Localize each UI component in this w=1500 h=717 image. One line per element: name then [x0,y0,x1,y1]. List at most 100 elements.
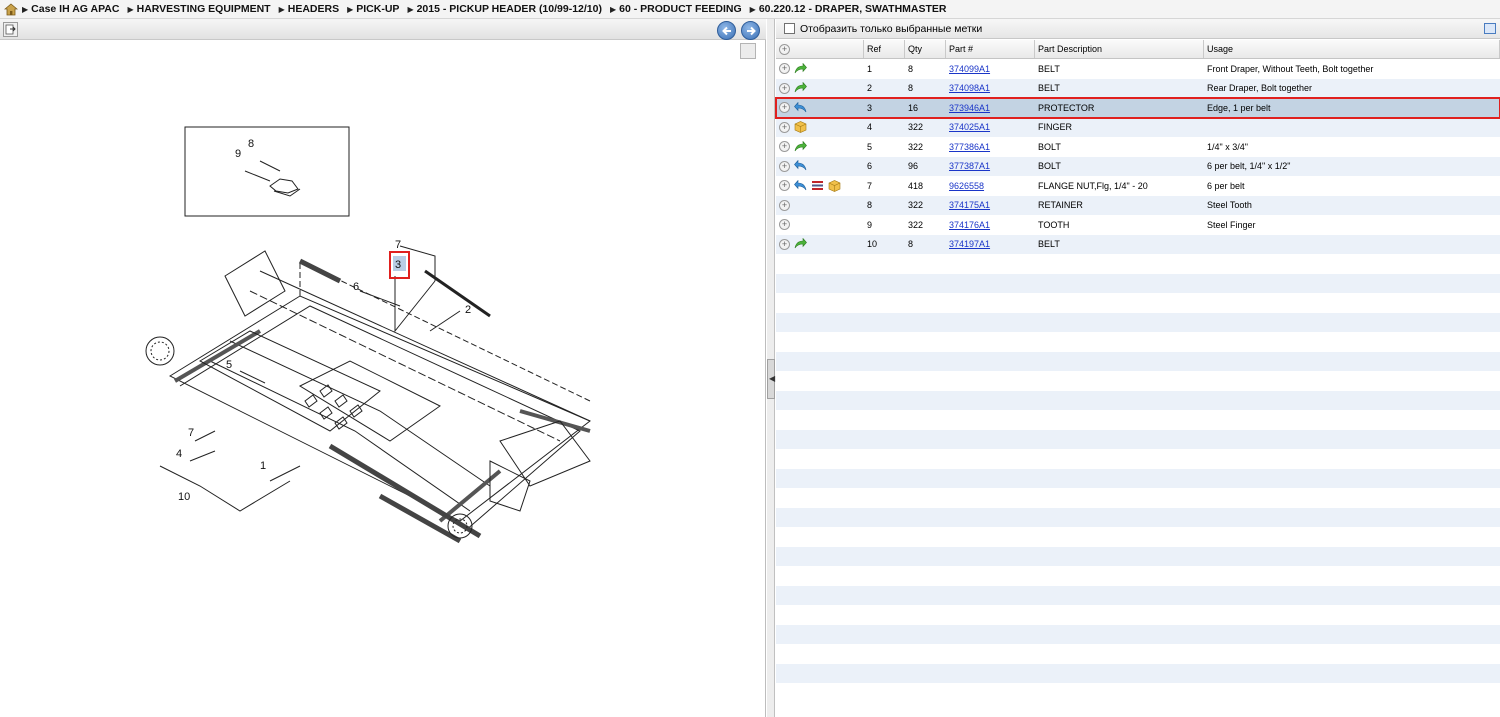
expand-row-icon[interactable]: + [779,219,790,231]
export-icon [5,24,16,35]
cell-usage: Front Draper, Without Teeth, Bolt togeth… [1207,63,1374,74]
zoom-fit-button[interactable] [740,43,756,59]
part-number-link[interactable]: 377386A1 [949,141,991,152]
row-icons: + [776,140,864,153]
package-icon[interactable] [794,121,807,134]
breadcrumb-item[interactable]: ▶2015 - PICKUP HEADER (10/99-12/10) [407,3,602,15]
column-header-part-number[interactable]: Part # [946,40,1035,58]
empty-row [776,566,1500,586]
green-arrow-icon[interactable] [794,62,807,75]
table-header: + Ref Qty Part # Part Description Usage [776,40,1500,59]
breadcrumb-item[interactable]: ▶60 - PRODUCT FEEDING [609,3,742,15]
blue-arrow-icon[interactable] [794,179,807,192]
empty-row [776,527,1500,547]
expand-row-icon[interactable]: + [779,160,790,172]
parts-diagram: 8 9 7 3 6 2 5 7 4 1 10 [145,126,591,544]
part-number-link[interactable]: 374197A1 [949,239,991,250]
column-header-usage[interactable]: Usage [1204,40,1500,58]
breadcrumb-item[interactable]: ▶HARVESTING EQUIPMENT [127,3,271,15]
expand-row-icon[interactable]: + [779,238,790,250]
expand-row-icon[interactable]: + [779,199,790,211]
callout-label[interactable]: 6 [353,281,359,293]
expand-row-icon[interactable]: + [779,102,790,114]
breadcrumb-item[interactable]: ▶PICK-UP [347,3,400,15]
cell-usage: Steel Finger [1207,219,1256,230]
part-number-link[interactable]: 377387A1 [949,161,991,172]
grid-settings-icon[interactable] [1484,23,1496,34]
callout-label-selected[interactable]: 3 [395,259,401,271]
callout-label[interactable]: 2 [465,304,471,316]
expand-all-column[interactable]: + [776,40,864,58]
cell-qty: 322 [908,141,924,152]
breadcrumb-item[interactable]: ▶HEADERS [278,3,340,15]
expand-row-icon[interactable]: + [779,180,790,192]
cell-part-number: 374197A1 [946,239,1035,249]
next-button[interactable] [741,21,760,40]
callout-label[interactable]: 5 [226,359,232,371]
callout-label[interactable]: 7 [395,239,401,251]
breadcrumb-item[interactable]: ▶60.220.12 - DRAPER, SWATHMASTER [749,3,947,15]
breadcrumb-item[interactable]: ▶Case IH AG APAC [22,3,120,15]
part-number-link[interactable]: 374099A1 [949,63,991,74]
callout-label[interactable]: 4 [176,448,182,460]
part-number-link[interactable]: 9626558 [949,180,985,191]
row-icons: + [776,219,864,231]
column-header-qty[interactable]: Qty [905,40,946,58]
cell-qty: 322 [908,122,924,133]
green-arrow-icon[interactable] [794,140,807,153]
part-number-link[interactable]: 374176A1 [949,219,991,230]
row-icons: + [776,62,864,75]
show-selected-only-checkbox[interactable] [784,23,795,34]
column-header-description[interactable]: Part Description [1035,40,1204,58]
cell-part-number: 377387A1 [946,161,1035,171]
package-icon[interactable] [828,179,841,192]
export-button[interactable] [3,22,18,37]
part-number-link[interactable]: 374098A1 [949,83,991,94]
diagram-toolbar [0,19,766,40]
callout-label[interactable]: 9 [235,148,241,160]
cell-part-number: 374098A1 [946,83,1035,93]
blue-arrow-icon[interactable] [794,160,807,172]
expand-all-icon[interactable]: + [779,43,790,55]
part-number-link[interactable]: 374025A1 [949,122,991,133]
collapse-handle[interactable]: ◀ [767,359,775,399]
expand-row-icon[interactable]: + [779,121,790,133]
callout-label[interactable]: 8 [248,138,254,150]
part-number-link[interactable]: 373946A1 [949,102,991,113]
expand-row-icon[interactable]: + [779,141,790,153]
row-icons: + [776,179,864,192]
parts-list-pane: Отобразить только выбранные метки + Ref … [775,19,1500,717]
row-icons: + [776,101,864,114]
expand-row-icon[interactable]: + [779,63,790,75]
pane-splitter[interactable]: ◀ [767,19,775,717]
cell-ref: 1 [867,63,873,74]
list-icon[interactable] [811,180,824,192]
callout-label[interactable]: 10 [178,491,190,503]
empty-row [776,254,1500,274]
blue-arrow-icon[interactable] [794,101,807,114]
cell-qty: 8 [908,239,914,250]
green-arrow-icon[interactable] [794,238,807,250]
cell-qty: 418 [908,180,924,191]
cell-ref: 2 [867,83,873,94]
callout-label[interactable]: 1 [260,460,266,472]
home-icon[interactable] [4,2,18,16]
green-arrow-icon[interactable] [794,82,807,94]
expand-row-icon[interactable]: + [779,82,790,94]
part-number-link[interactable]: 374175A1 [949,200,991,211]
cell-description: FINGER [1038,122,1073,133]
previous-button[interactable] [717,21,736,40]
column-header-ref[interactable]: Ref [864,40,905,58]
callout-label[interactable]: 7 [188,427,194,439]
